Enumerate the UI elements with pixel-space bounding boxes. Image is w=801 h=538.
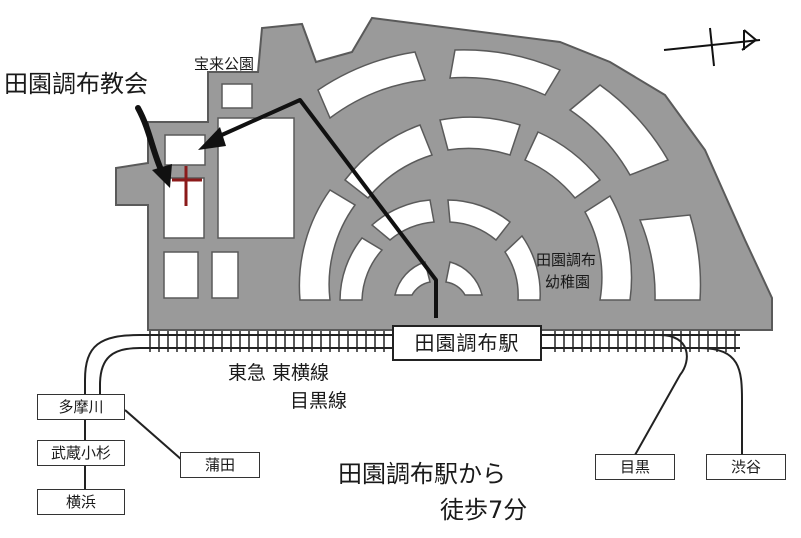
ring-block xyxy=(317,51,427,120)
route-arrowhead xyxy=(198,127,226,150)
block xyxy=(221,83,253,109)
ring-block xyxy=(584,194,633,301)
railway-ties xyxy=(149,331,736,352)
park-label: 宝来公園 xyxy=(194,55,255,73)
cross-icon xyxy=(172,166,202,206)
ring-block xyxy=(568,84,670,176)
church-label: 田園調布教会 xyxy=(4,70,148,98)
access-line-2: 徒歩7分 xyxy=(440,496,528,524)
line-name-2: 目黒線 xyxy=(290,390,348,412)
ring-block xyxy=(298,189,357,301)
ring-block xyxy=(447,199,512,242)
station-kamata: 蒲田 xyxy=(180,452,260,478)
road-network xyxy=(115,16,773,331)
curved-arrow-icon xyxy=(135,105,172,188)
north-arrow-icon xyxy=(663,27,761,67)
block xyxy=(163,251,199,299)
ring-block xyxy=(394,261,431,296)
ring-block xyxy=(638,214,702,301)
block xyxy=(164,134,206,166)
ring-block xyxy=(445,261,483,296)
kindergarten-label-2: 幼稚園 xyxy=(545,273,591,291)
station-yokohama: 横浜 xyxy=(37,489,125,515)
station-shibuya: 渋谷 xyxy=(706,454,786,480)
block xyxy=(163,177,205,239)
station-musashikosugi: 武蔵小杉 xyxy=(37,440,125,466)
ring-block xyxy=(370,199,435,241)
block xyxy=(217,117,295,239)
walking-route xyxy=(198,98,438,318)
ring-block xyxy=(504,234,541,301)
station-denenchofu: 田園調布駅 xyxy=(392,325,542,361)
kindergarten-label-1: 田園調布 xyxy=(536,251,597,269)
ring-block xyxy=(523,131,602,200)
ring-block xyxy=(449,49,562,96)
ring-block xyxy=(343,124,433,200)
ring-block xyxy=(439,116,521,156)
ring-block xyxy=(339,237,384,301)
station-tamagawa: 多摩川 xyxy=(37,394,125,420)
access-line-1: 田園調布駅から xyxy=(338,460,506,488)
line-name-1: 東急 東横線 xyxy=(228,362,330,384)
block xyxy=(211,251,239,299)
station-meguro: 目黒 xyxy=(595,454,675,480)
